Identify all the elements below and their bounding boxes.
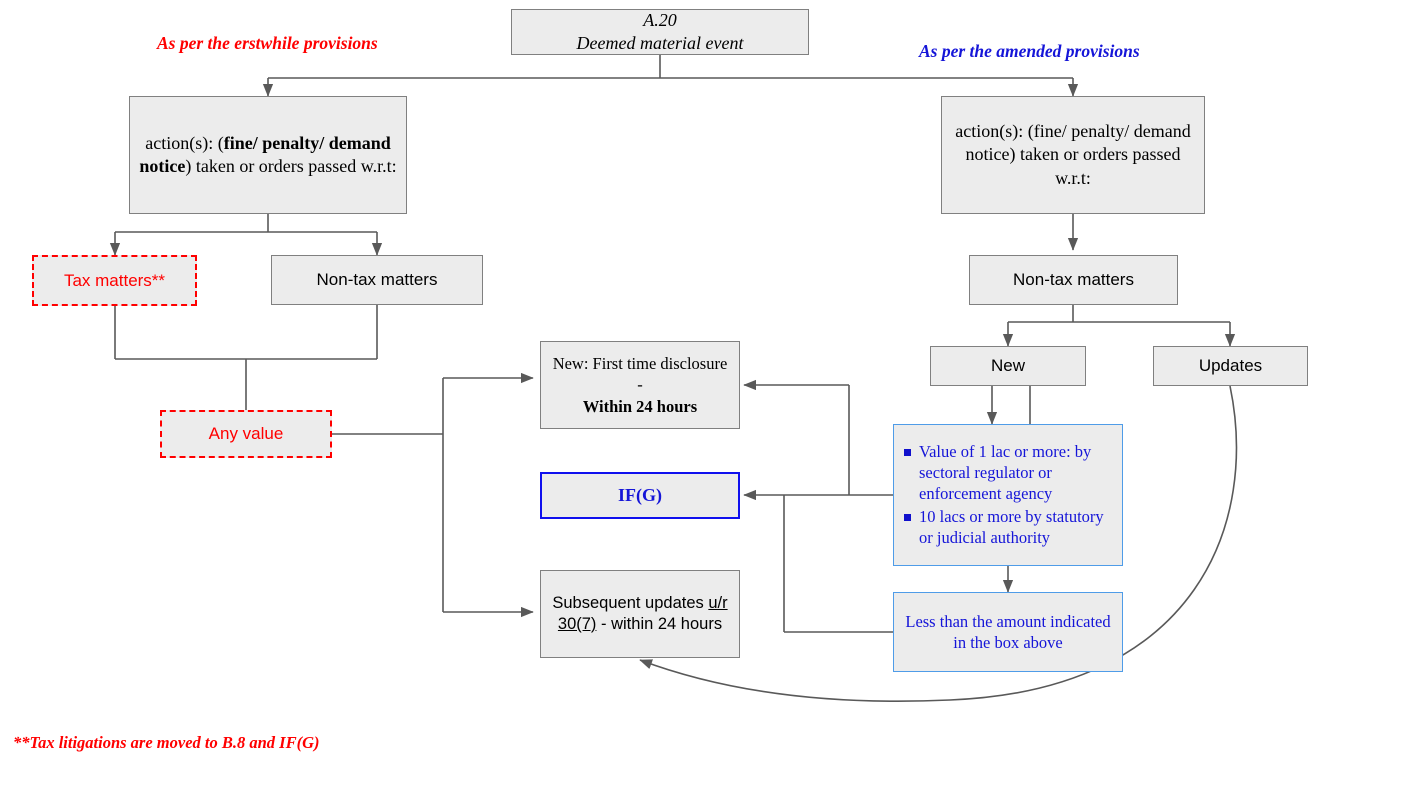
node-left-action-box[interactable]: action(s): (fine/ penalty/ demand notice…: [129, 96, 407, 214]
node-left-non-tax-matters[interactable]: Non-tax matters: [271, 255, 483, 305]
title-code: A.20: [643, 9, 677, 30]
first-time-line2: Within 24 hours: [582, 396, 698, 416]
node-ifg[interactable]: IF(G): [540, 472, 740, 519]
node-updates[interactable]: Updates: [1153, 346, 1308, 386]
right-non-tax-label: Non-tax matters: [1013, 270, 1134, 290]
node-right-action-box[interactable]: action(s): (fine/ penalty/ demand notice…: [941, 96, 1205, 214]
left-action-bold: fine/ penalty/ demand notice: [139, 132, 391, 176]
node-first-time-disclosure[interactable]: New: First time disclosure - Within 24 h…: [540, 341, 740, 429]
left-action-part1: action(s): (: [145, 132, 224, 153]
right-action-text: action(s): (fine/ penalty/ demand notice…: [955, 121, 1191, 188]
footnote-tax-litigations: **Tax litigations are moved to B.8 and I…: [13, 733, 320, 752]
node-tax-matters[interactable]: Tax matters**: [32, 255, 197, 306]
subsequent-part1: Subsequent updates: [552, 593, 709, 612]
updates-label: Updates: [1198, 356, 1263, 376]
node-deemed-material-event[interactable]: A.20 Deemed material event: [511, 9, 809, 55]
header-right-amended: As per the amended provisions: [919, 41, 1140, 61]
ifg-label: IF(G): [618, 484, 662, 505]
node-threshold-values[interactable]: Value of 1 lac or more: by sectoral regu…: [893, 424, 1123, 566]
node-right-non-tax-matters[interactable]: Non-tax matters: [969, 255, 1178, 305]
threshold-bullet-2: 10 lacs or more by statutory or judicial…: [902, 506, 1114, 548]
threshold-bullet-1: Value of 1 lac or more: by sectoral regu…: [902, 441, 1114, 504]
title-text: Deemed material event: [576, 33, 744, 53]
left-action-part2: ) taken or orders passed w.r.t:: [185, 156, 397, 176]
less-than-label: Less than the amount indicated in the bo…: [905, 611, 1111, 652]
subsequent-rule: u/r 30(7): [557, 593, 728, 633]
node-subsequent-updates[interactable]: Subsequent updates u/r 30(7) - within 24…: [540, 570, 740, 658]
new-label: New: [990, 356, 1025, 376]
first-time-line1: New: First time disclosure -: [552, 354, 728, 395]
left-non-tax-label: Non-tax matters: [316, 270, 438, 290]
any-value-label: Any value: [208, 424, 284, 444]
node-any-value[interactable]: Any value: [160, 410, 332, 458]
subsequent-part2: - within 24 hours: [596, 615, 723, 633]
node-new[interactable]: New: [930, 346, 1086, 386]
node-less-than-amount[interactable]: Less than the amount indicated in the bo…: [893, 592, 1123, 672]
header-left-erstwhile: As per the erstwhile provisions: [157, 33, 378, 53]
tax-matters-label: Tax matters**: [63, 270, 166, 290]
